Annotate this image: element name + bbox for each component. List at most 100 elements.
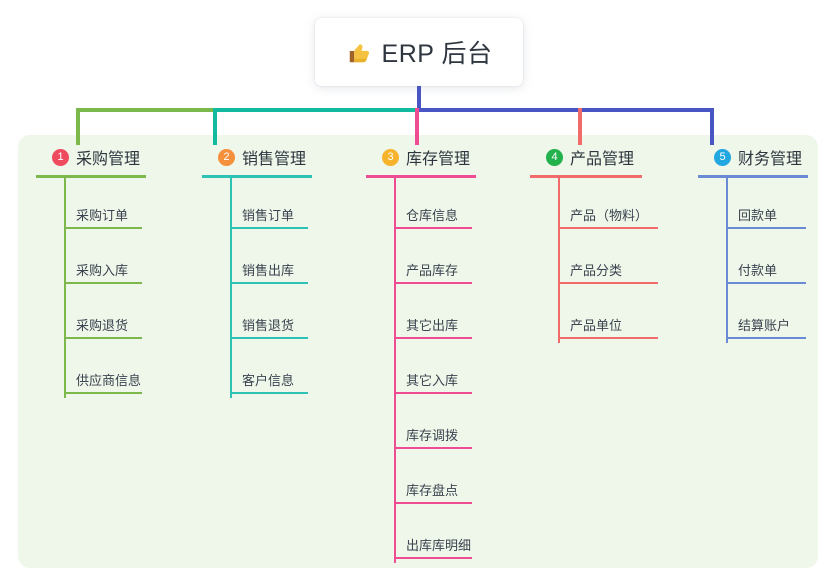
column-header-purchase[interactable]: 1 采购管理	[36, 145, 146, 169]
leaf-item[interactable]: 产品分类	[530, 233, 658, 288]
leaf-label: 采购订单	[76, 208, 129, 223]
root-node-label: ERP 后台	[381, 40, 493, 68]
leaf-label: 回款单	[738, 208, 778, 223]
leaf-item[interactable]: 仓库信息	[366, 178, 476, 233]
drop-inventory	[415, 108, 419, 145]
leaf-item[interactable]: 产品库存	[366, 233, 476, 288]
column-badge-finance: 5	[714, 148, 731, 166]
diagram-panel	[18, 135, 818, 568]
leaf-item[interactable]: 库存盘点	[366, 453, 476, 508]
leaf-label: 出库库明细	[406, 538, 472, 553]
leaf-label: 销售出库	[242, 263, 295, 278]
leaf-list-inventory: 仓库信息产品库存其它出库其它入库库存调拨库存盘点出库库明细	[366, 178, 476, 563]
leaf-item[interactable]: 销售订单	[202, 178, 312, 233]
column-badge-purchase: 1	[52, 148, 69, 166]
leaf-spine-inventory	[394, 178, 396, 563]
leaf-label: 产品分类	[570, 263, 623, 278]
column-inventory: 3 库存管理仓库信息产品库存其它出库其它入库库存调拨库存盘点出库库明细	[366, 145, 476, 563]
leaf-rule	[394, 282, 472, 284]
column-rule-sales	[202, 175, 312, 178]
drop-purchase	[76, 108, 80, 145]
leaf-item[interactable]: 客户信息	[202, 343, 312, 398]
column-header-sales[interactable]: 2 销售管理	[202, 145, 312, 169]
leaf-label: 产品（物料）	[570, 208, 649, 223]
leaf-label: 采购入库	[76, 263, 129, 278]
bus-segment-blue	[419, 108, 714, 112]
column-rule-product	[530, 175, 642, 178]
column-rule-inventory	[366, 175, 476, 178]
root-node-card[interactable]: ERP 后台	[315, 18, 523, 86]
leaf-rule	[558, 227, 658, 229]
leaf-spine-purchase	[64, 178, 66, 398]
leaf-rule	[558, 337, 658, 339]
leaf-item[interactable]: 其它入库	[366, 343, 476, 398]
column-title-product: 产品管理	[570, 151, 635, 168]
leaf-label: 产品单位	[570, 318, 623, 333]
leaf-item[interactable]: 回款单	[698, 178, 808, 233]
leaf-item[interactable]: 库存调拨	[366, 398, 476, 453]
column-badge-sales: 2	[218, 148, 235, 166]
leaf-spine-product	[558, 178, 560, 343]
leaf-rule	[230, 392, 308, 394]
leaf-label: 其它出库	[406, 318, 459, 333]
leaf-rule	[64, 337, 142, 339]
leaf-rule	[394, 447, 472, 449]
leaf-rule	[394, 502, 472, 504]
leaf-item[interactable]: 销售退货	[202, 288, 312, 343]
leaf-label: 销售退货	[242, 318, 295, 333]
leaf-item[interactable]: 其它出库	[366, 288, 476, 343]
leaf-item[interactable]: 结算账户	[698, 288, 808, 343]
column-title-finance: 财务管理	[738, 151, 803, 168]
column-title-inventory: 库存管理	[406, 151, 471, 168]
drop-product	[578, 108, 582, 145]
column-finance: 5 财务管理回款单付款单结算账户	[698, 145, 808, 343]
leaf-item[interactable]: 出库库明细	[366, 508, 476, 563]
trunk-connector	[417, 86, 421, 110]
leaf-label: 销售订单	[242, 208, 295, 223]
leaf-item[interactable]: 采购入库	[36, 233, 146, 288]
column-purchase: 1 采购管理采购订单采购入库采购退货供应商信息	[36, 145, 146, 398]
leaf-list-finance: 回款单付款单结算账户	[698, 178, 808, 343]
leaf-rule	[558, 282, 658, 284]
leaf-item[interactable]: 采购退货	[36, 288, 146, 343]
leaf-list-sales: 销售订单销售出库销售退货客户信息	[202, 178, 312, 398]
bus-segment-teal	[213, 108, 419, 112]
leaf-label: 其它入库	[406, 373, 459, 388]
leaf-item[interactable]: 销售出库	[202, 233, 312, 288]
leaf-label: 客户信息	[242, 373, 295, 388]
leaf-rule	[64, 227, 142, 229]
leaf-item[interactable]: 供应商信息	[36, 343, 146, 398]
leaf-rule	[394, 227, 472, 229]
leaf-rule	[394, 557, 472, 559]
leaf-label: 库存盘点	[406, 483, 459, 498]
leaf-item[interactable]: 产品单位	[530, 288, 658, 343]
leaf-label: 结算账户	[738, 318, 791, 333]
leaf-item[interactable]: 采购订单	[36, 178, 146, 233]
leaf-label: 产品库存	[406, 263, 459, 278]
thumbs-up-icon	[349, 43, 369, 62]
column-title-purchase: 采购管理	[76, 151, 141, 168]
column-rule-purchase	[36, 175, 146, 178]
leaf-item[interactable]: 产品（物料）	[530, 178, 658, 233]
leaf-list-purchase: 采购订单采购入库采购退货供应商信息	[36, 178, 146, 398]
drop-sales	[213, 108, 217, 145]
column-header-inventory[interactable]: 3 库存管理	[366, 145, 476, 169]
leaf-spine-sales	[230, 178, 232, 398]
column-sales: 2 销售管理销售订单销售出库销售退货客户信息	[202, 145, 312, 398]
leaf-rule	[64, 282, 142, 284]
column-header-finance[interactable]: 5 财务管理	[698, 145, 808, 169]
leaf-label: 仓库信息	[406, 208, 459, 223]
leaf-label: 付款单	[738, 263, 778, 278]
leaf-rule	[726, 227, 806, 229]
leaf-rule	[726, 282, 806, 284]
column-rule-finance	[698, 175, 808, 178]
leaf-list-product: 产品（物料） 产品分类产品单位	[530, 178, 658, 343]
leaf-item[interactable]: 付款单	[698, 233, 808, 288]
leaf-label: 采购退货	[76, 318, 129, 333]
column-badge-inventory: 3	[382, 148, 399, 166]
leaf-rule	[230, 337, 308, 339]
column-title-sales: 销售管理	[242, 151, 307, 168]
leaf-label: 库存调拨	[406, 428, 459, 443]
